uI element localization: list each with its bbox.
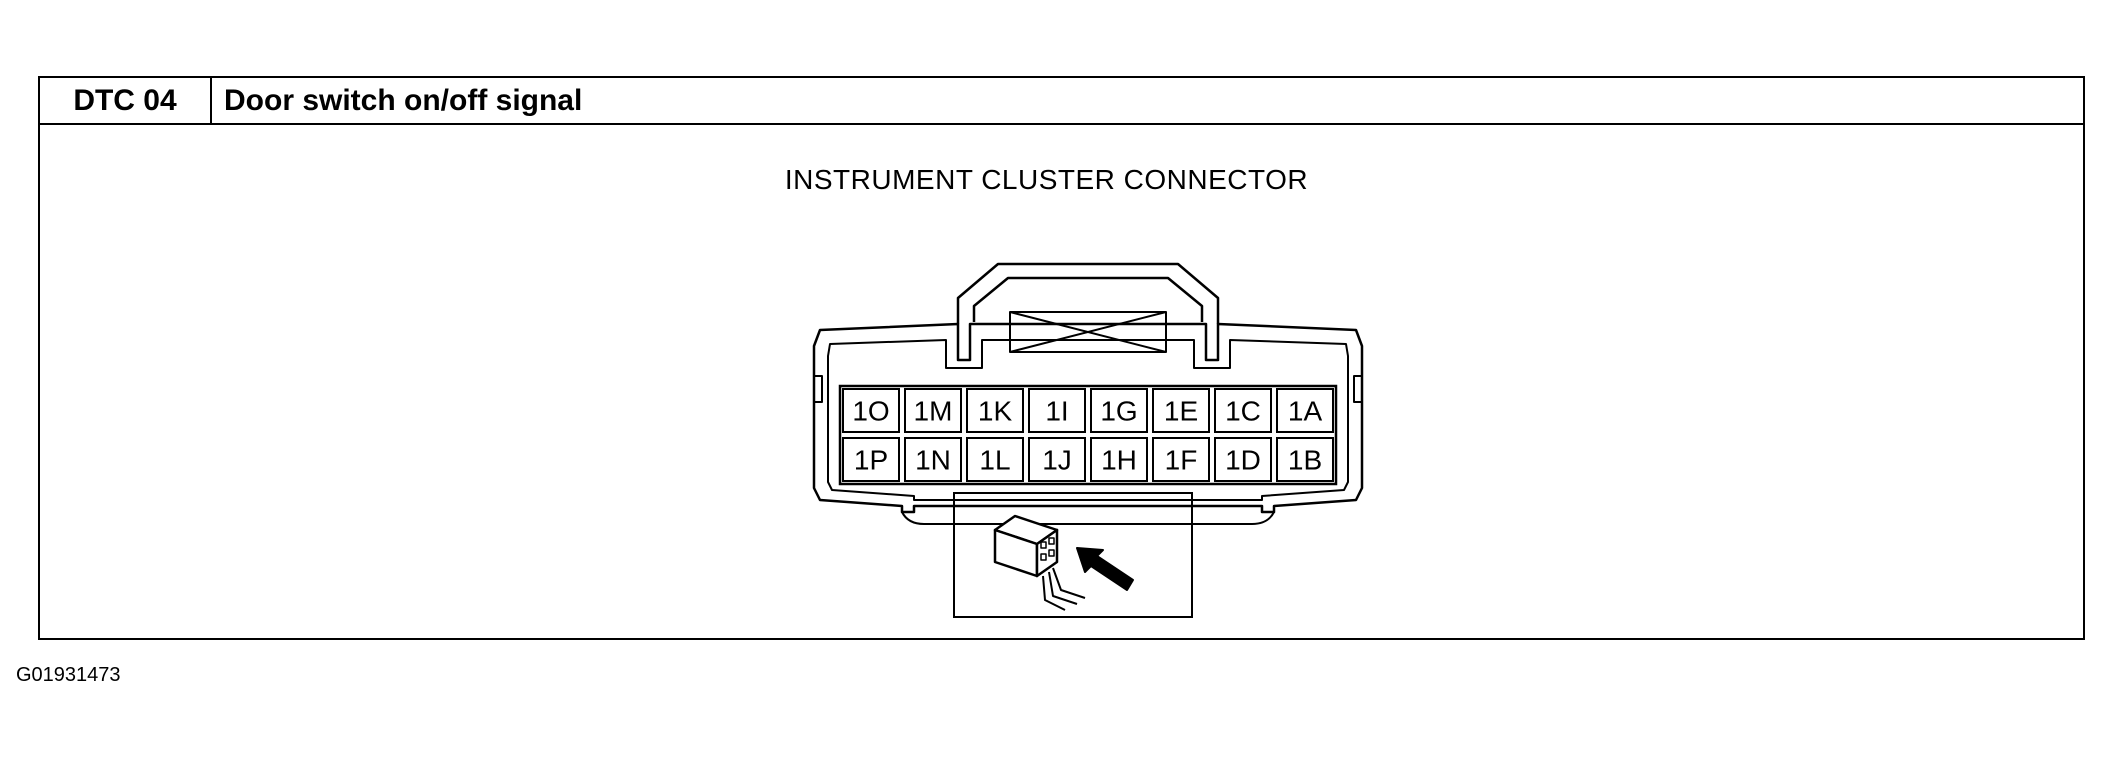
terminal-label: 1G — [1100, 396, 1137, 427]
terminal-cell — [966, 388, 1024, 433]
terminal-cell — [1152, 388, 1210, 433]
harness-view-box — [953, 492, 1193, 618]
terminal-cell — [1276, 388, 1334, 433]
terminal-label: 1H — [1101, 445, 1137, 476]
terminal-grid-border — [838, 384, 1338, 486]
terminal-cell — [904, 388, 962, 433]
terminal-label: 1B — [1288, 445, 1322, 476]
dtc-title: Door switch on/off signal — [224, 83, 583, 117]
arrow-pointer-icon — [1076, 547, 1134, 591]
terminal-cell — [904, 437, 962, 482]
terminal-label: 1I — [1045, 396, 1068, 427]
terminal-cell — [1028, 437, 1086, 482]
terminal-label: 1L — [979, 445, 1010, 476]
terminal-label: 1P — [854, 445, 888, 476]
terminal-label: 1J — [1042, 445, 1072, 476]
terminal-cell — [1090, 388, 1148, 433]
terminal-label: 1E — [1164, 396, 1198, 427]
terminal-cell — [842, 437, 900, 482]
terminal-label: 1K — [978, 396, 1013, 427]
terminal-label: 1D — [1225, 445, 1261, 476]
terminal-cell — [1214, 388, 1272, 433]
terminal-label: 1A — [1288, 396, 1323, 427]
latch-hood-inner — [972, 276, 1204, 322]
terminal-cell — [1214, 437, 1272, 482]
header-row: DTC 04 Door switch on/off signal — [40, 78, 2083, 125]
terminal-label: 1C — [1225, 396, 1261, 427]
housing-inner — [827, 339, 1349, 501]
terminal-cell — [842, 388, 900, 433]
terminal-label: 1M — [914, 396, 953, 427]
housing-outer — [812, 322, 1364, 514]
latch-hood-outer — [956, 262, 1220, 324]
dtc-code: DTC 04 — [40, 78, 212, 123]
figure-id: G01931473 — [16, 664, 121, 686]
wire-harness-connector-icon — [993, 514, 1086, 611]
terminal-cell — [1028, 388, 1086, 433]
terminal-label: 1O — [852, 396, 889, 427]
connector-diagram: 1O 1M 1K 1I 1G 1E 1C 1A 1P 1N 1L 1J 1H 1F 1D 1B — [812, 262, 1364, 525]
terminal-cell — [1276, 437, 1334, 482]
terminal-cell — [1090, 437, 1148, 482]
connector-title: INSTRUMENT CLUSTER CONNECTOR — [784, 164, 1309, 195]
terminal-grid: 1O 1M 1K 1I 1G 1E 1C 1A 1P 1N 1L 1J 1H 1F 1D 1B — [838, 384, 1338, 486]
terminal-cell — [1152, 437, 1210, 482]
terminal-cell — [966, 437, 1024, 482]
terminal-label: 1F — [1165, 445, 1198, 476]
terminal-label: 1N — [915, 445, 951, 476]
diagram-frame: DTC 04 Door switch on/off signal INSTRUM… — [38, 76, 2085, 640]
